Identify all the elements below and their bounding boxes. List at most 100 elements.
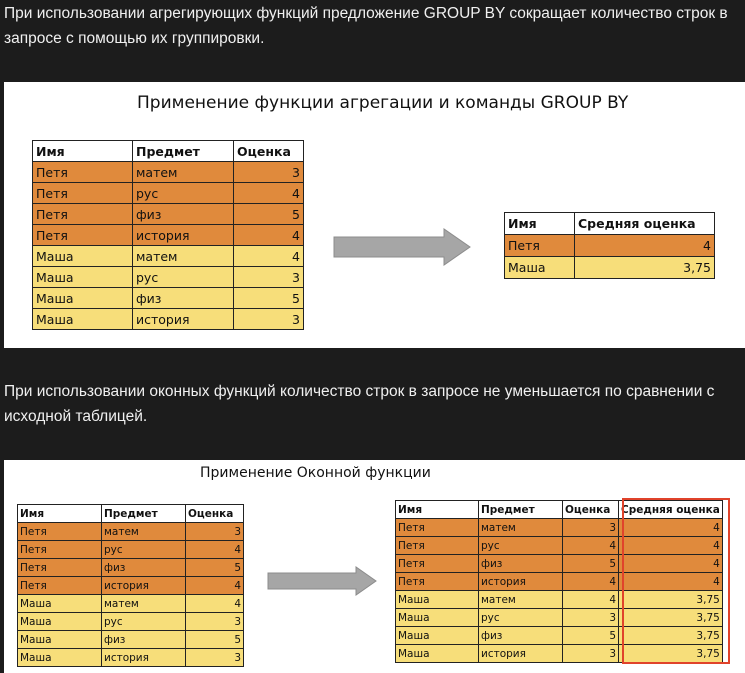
table-cell: матем bbox=[101, 522, 186, 541]
column-header: Имя bbox=[17, 504, 102, 523]
table-cell: Маша bbox=[17, 594, 102, 613]
table-cell: рус bbox=[478, 608, 563, 627]
table-cell: матем bbox=[132, 245, 234, 267]
table-cell: 4 bbox=[233, 245, 304, 267]
table-cell: 3 bbox=[233, 266, 304, 288]
table-cell: Маша bbox=[395, 608, 479, 627]
table-cell: 3 bbox=[562, 644, 619, 663]
table-cell: Петя bbox=[32, 182, 133, 204]
table-cell: Петя bbox=[17, 540, 102, 559]
figure-group-by: Применение функции агрегации и команды G… bbox=[4, 82, 745, 348]
table-cell: Петя bbox=[17, 558, 102, 577]
table-cell: 4 bbox=[185, 594, 244, 613]
table-cell: матем bbox=[101, 594, 186, 613]
table-cell: рус bbox=[132, 266, 234, 288]
table-cell: матем bbox=[478, 518, 563, 537]
table-cell: физ bbox=[132, 203, 234, 225]
table-cell: физ bbox=[478, 626, 563, 645]
right-arrow-icon bbox=[267, 566, 377, 596]
column-header: Оценка bbox=[185, 504, 244, 523]
column-header: Предмет bbox=[478, 500, 563, 519]
table-cell: Маша bbox=[32, 308, 133, 330]
table-cell: Маша bbox=[17, 648, 102, 667]
table-cell: 3,75 bbox=[618, 644, 723, 663]
table-cell: 3 bbox=[562, 608, 619, 627]
table-cell: рус bbox=[132, 182, 234, 204]
table-cell: 3 bbox=[185, 612, 244, 631]
table-cell: 3,75 bbox=[618, 608, 723, 627]
column-header: Имя bbox=[395, 500, 479, 519]
column-header: Имя bbox=[504, 212, 575, 235]
figure-title: Применение Оконной функции bbox=[200, 465, 431, 481]
table-cell: Маша bbox=[17, 612, 102, 631]
table-cell: Маша bbox=[17, 630, 102, 649]
paragraph-window-functions: При использовании оконных функций количе… bbox=[4, 383, 715, 425]
table-cell: Петя bbox=[395, 572, 479, 591]
table-cell: Маша bbox=[32, 245, 133, 267]
table-cell: 5 bbox=[185, 630, 244, 649]
table-cell: 5 bbox=[233, 287, 304, 309]
table-cell: Петя bbox=[504, 234, 575, 257]
table-cell: история bbox=[101, 576, 186, 595]
table-cell: история bbox=[101, 648, 186, 667]
table-cell: история bbox=[478, 572, 563, 591]
table-cell: 4 bbox=[562, 590, 619, 609]
table-cell: 3,75 bbox=[574, 256, 715, 279]
table-cell: 3 bbox=[233, 161, 304, 183]
table-cell: рус bbox=[101, 612, 186, 631]
figure-title: Применение функции агрегации и команды G… bbox=[137, 93, 629, 113]
table-cell: физ bbox=[132, 287, 234, 309]
table-cell: Петя bbox=[32, 224, 133, 246]
table-cell: Маша bbox=[32, 266, 133, 288]
table-cell: 4 bbox=[562, 572, 619, 591]
table-cell: история bbox=[478, 644, 563, 663]
table-cell: 4 bbox=[562, 536, 619, 555]
table-cell: 5 bbox=[185, 558, 244, 577]
table-cell: 3,75 bbox=[618, 590, 723, 609]
table-cell: 4 bbox=[574, 234, 715, 257]
table-cell: 3 bbox=[233, 308, 304, 330]
table-cell: история bbox=[132, 308, 234, 330]
table-cell: Маша bbox=[395, 590, 479, 609]
table-cell: Петя bbox=[17, 522, 102, 541]
table-cell: 3 bbox=[562, 518, 619, 537]
column-header: Предмет bbox=[132, 140, 234, 162]
column-header: Оценка bbox=[233, 140, 304, 162]
table-cell: Петя bbox=[395, 554, 479, 573]
table-cell: рус bbox=[101, 540, 186, 559]
column-header: Оценка bbox=[562, 500, 619, 519]
table-cell: 4 bbox=[185, 576, 244, 595]
right-arrow-icon bbox=[333, 228, 471, 266]
table-cell: Петя bbox=[32, 161, 133, 183]
table-cell: 4 bbox=[185, 540, 244, 559]
column-header: Имя bbox=[32, 140, 133, 162]
table-cell: 4 bbox=[233, 224, 304, 246]
table-cell: 5 bbox=[233, 203, 304, 225]
